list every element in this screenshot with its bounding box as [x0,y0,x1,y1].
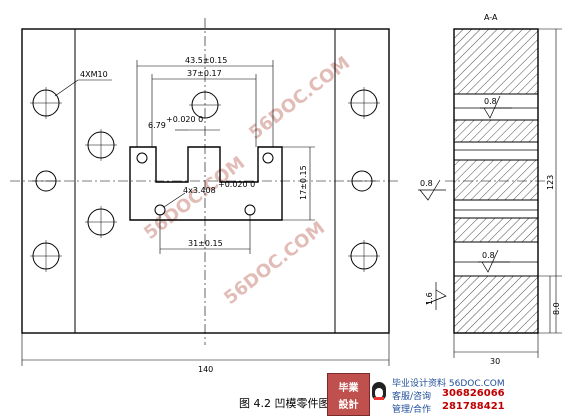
dim-height: 17±0.15 [299,165,308,200]
contact-manage-label: 管理/合作 [392,405,432,415]
dim-inner-slot: 37±0.17 [187,69,222,78]
dim-line-width [21,333,390,366]
dim-holes: 4x3.408 [183,186,216,195]
leader-thread [54,79,79,97]
site-logo: 毕業 設計 [327,373,370,416]
center-lines [10,18,400,345]
hatch-band [453,119,539,143]
dim-notch: 6.79 [148,121,166,130]
dim-line-inner-slot [151,74,257,147]
dim-width: 140 [198,365,213,374]
figure-caption: 图 4.2 凹模零件图 [239,397,330,410]
roughness-symbol-mid [418,179,446,201]
dim-bottom: 31±0.15 [188,239,223,248]
small-hole [244,204,256,216]
section-dim-height: 123 [546,175,555,190]
roughness-low: 0.8 [482,251,495,260]
roughness-symbol-edge [425,282,447,310]
section-dim-bottom: 8.0 [552,302,561,315]
leader-holes [163,192,186,208]
logo-line-1: 毕業 [338,383,359,394]
contact-service-label: 客服/咨询 [392,392,432,402]
hatch-band [453,275,539,334]
thread-note: 4XM10 [80,70,108,79]
small-hole [136,152,148,164]
front-view-labels: 4XM10 43.5±0.15 37±0.17 6.79 +0.020 0 4x… [80,56,308,374]
roughness-symbol-low [478,249,510,273]
dim-line-bottom [159,214,251,254]
roughness-top: 0.8 [484,97,497,106]
roughness-edge: 1.6 [425,292,434,305]
dim-line-outer-slot [136,60,274,147]
dim-line-section-bottom [538,275,562,333]
dim-notch-tol: +0.020 0 [166,115,203,124]
logo-line-2: 設計 [338,400,359,411]
qq-icon [372,382,386,400]
dim-holes-tol: +0.020 0 [218,180,255,189]
hatch-band [453,159,539,201]
section-view [418,28,562,358]
contact-service-number: 306826066 [442,388,505,399]
front-view [10,18,400,366]
hatch-band [453,28,539,95]
hatch-band [453,217,539,243]
roughness-mid: 0.8 [420,179,433,188]
contact-manage-number: 281788421 [442,401,505,412]
hole-crosses [30,87,380,272]
section-dim-width: 30 [490,357,500,366]
contact-headline: 毕业设计资料 56DOC.COM [392,379,505,389]
watermark-text: 56DOC.COM [220,217,329,309]
dim-line-section-width [453,333,539,358]
section-view-labels: A-A 0.8 0.8 0.8 1.6 123 8.0 30 [420,13,561,366]
small-hole [262,152,274,164]
contact-block: 毕业设计资料 56DOC.COM 客服/咨询 306826066 管理/合作 2… [372,376,577,416]
dim-line-height [282,146,315,221]
roughness-symbol-top [480,95,512,119]
section-title: A-A [484,13,498,22]
dim-outer-slot: 43.5±0.15 [185,56,227,65]
